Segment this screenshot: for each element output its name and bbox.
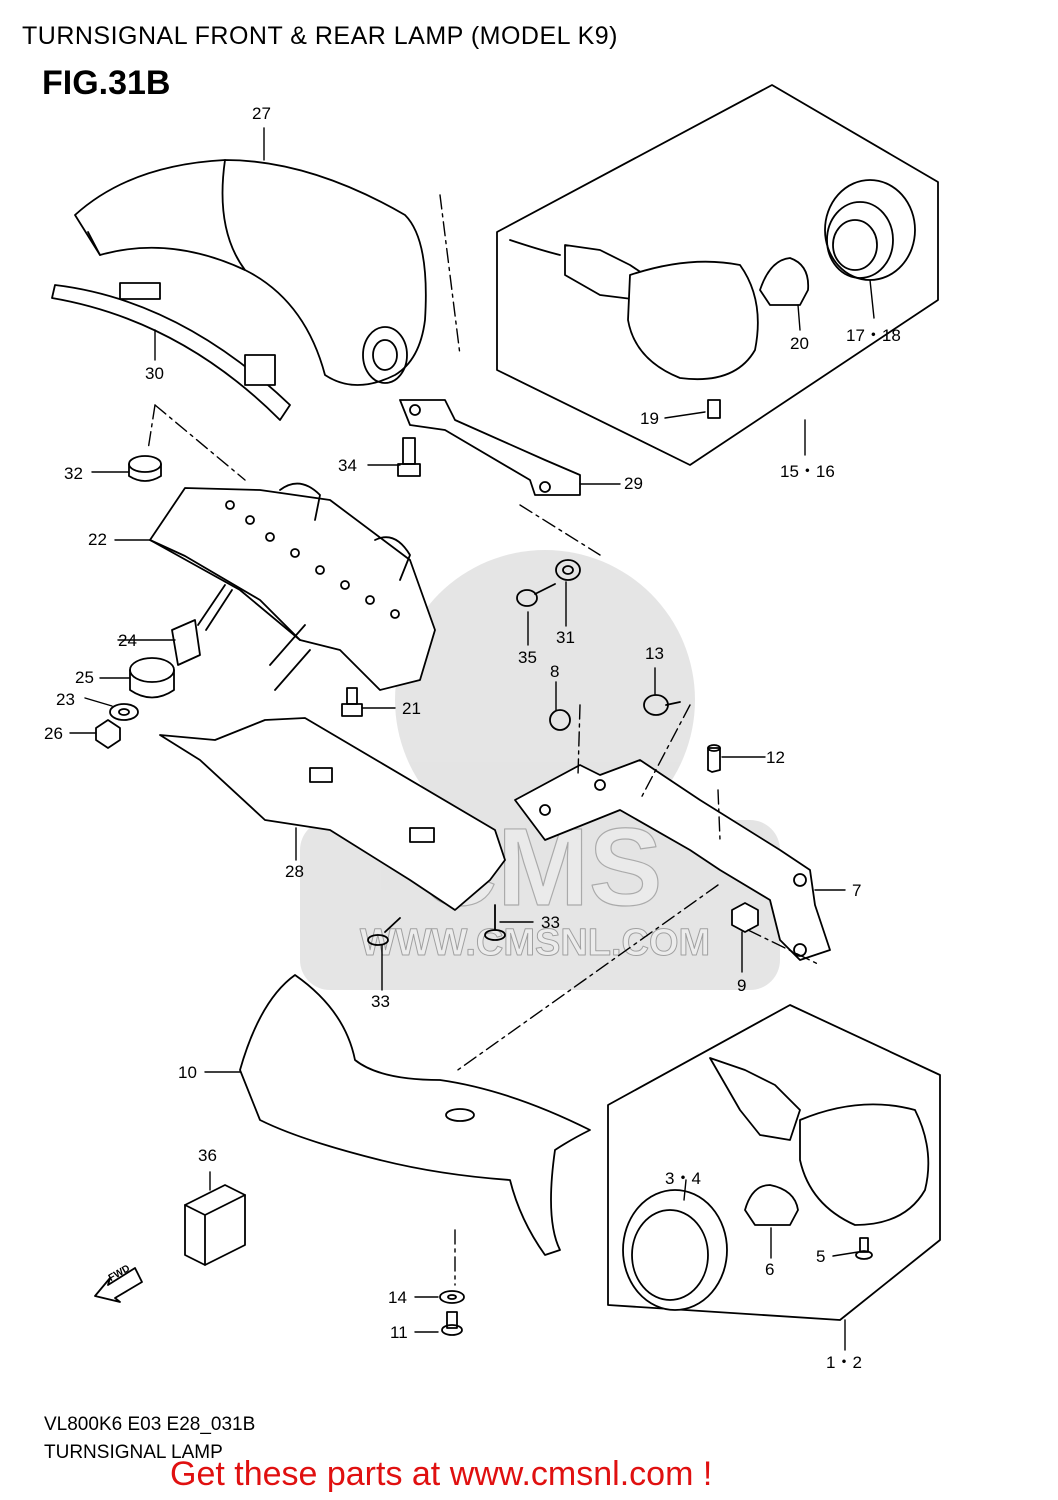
part-label: 15・16 [780,462,835,481]
part-label: 9 [737,976,747,995]
part-label: 26 [44,724,63,743]
part-32-grommet [128,455,162,482]
part-label: 23 [56,690,75,709]
part-label: 17・18 [846,326,901,345]
part-14-washer [439,1290,465,1304]
diagram-code: VL800K6 E03 E28_031B [44,1414,256,1435]
part-label: 25 [75,668,94,687]
part-label: 1・2 [826,1353,862,1372]
promo-banner[interactable]: Get these parts at www.cmsnl.com ! [170,1455,713,1493]
part-11-bolt [441,1311,463,1336]
part-label: 35 [518,648,537,667]
leader-lines [69,127,875,1351]
part-8-collar [549,709,571,731]
part-31-grommet [555,559,581,581]
part-label: 12 [766,748,785,767]
part-label: 6 [765,1260,775,1279]
part-label: 19 [640,409,659,428]
fwd-arrow-icon [94,1267,143,1303]
front-lamp-box [607,1004,941,1321]
part-10-cover [239,974,591,1256]
part-label: 7 [852,881,862,900]
part-label: 22 [88,530,107,549]
part-35-screw [516,583,556,607]
part-label: 3・4 [665,1169,701,1188]
part-13-bolt [643,694,681,716]
part-36-relay [184,1184,246,1266]
part-7-bracket [514,759,831,961]
part-label: 36 [198,1146,217,1165]
part-22-frame [149,482,436,691]
part-label: 33 [371,992,390,1011]
part-9-nut [731,902,759,933]
part-label: 11 [390,1323,408,1342]
part-33-screw-b [484,904,506,941]
part-label: 5 [816,1247,826,1266]
part-29-bracket [399,399,581,496]
part-label: 29 [624,474,643,493]
part-label: 32 [64,464,83,483]
part-21-bolt [341,687,363,717]
part-label: 34 [338,456,357,475]
part-label: 20 [790,334,809,353]
part-33-screw-a [367,917,401,946]
part-27-rear-cowl [74,159,427,386]
part-24-spacer [171,584,311,691]
part-25-cushion [129,657,175,699]
part-label: 21 [402,699,421,718]
part-label: 13 [645,644,664,663]
part-label: 28 [285,862,304,881]
part-label: 31 [556,628,575,647]
diagram-caption: TURNSIGNAL LAMP [44,1442,223,1463]
part-12-collar [707,744,721,773]
part-label: 33 [541,913,560,932]
part-34-bolt [397,437,421,477]
page-title: TURNSIGNAL FRONT & REAR LAMP (MODEL K9) [22,22,618,50]
part-label: 30 [145,364,164,383]
watermark-text-url: WWW.CMSNL.COM [360,922,710,964]
part-label: 24 [118,631,137,650]
figure-number: FIG.31B [42,64,171,102]
part-label: 10 [178,1063,197,1082]
part-28-plate [159,717,506,911]
rear-lamp-box [496,84,939,466]
part-23-washer [109,703,139,721]
part-label: 27 [252,104,271,123]
part-26-nut [95,719,121,749]
part-label: 14 [388,1288,407,1307]
part-30-strip [51,282,291,421]
part-label: 8 [550,662,560,681]
